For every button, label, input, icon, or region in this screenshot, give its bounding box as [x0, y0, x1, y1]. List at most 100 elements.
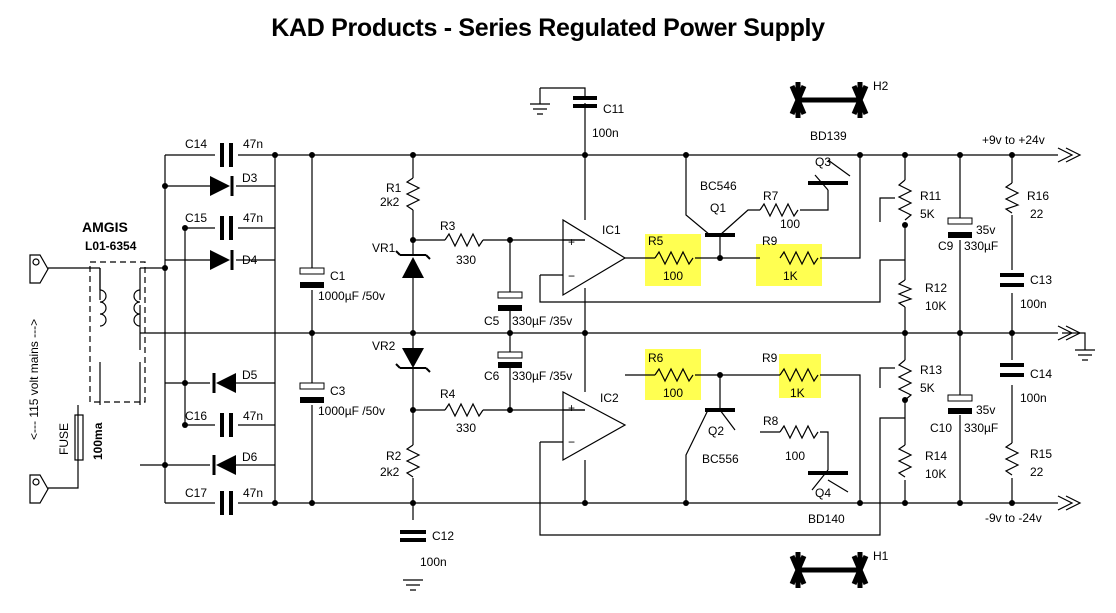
value-r11: 5K [920, 207, 935, 221]
label-r9-bottom: R9 [762, 351, 778, 365]
label-r8: R8 [763, 414, 779, 428]
label-c3: C3 [330, 384, 346, 398]
value-c10: 330µF [964, 421, 998, 435]
label-c1: C1 [330, 269, 346, 283]
op-amps [540, 218, 627, 462]
value-r14: 10K [925, 467, 946, 481]
value-r2: 2k2 [380, 465, 400, 479]
label-r7: R7 [763, 189, 779, 203]
ic2-plus: + [568, 401, 575, 415]
label-d3: D3 [242, 171, 258, 185]
label-c14-right: C14 [1030, 367, 1052, 381]
label-r11: R11 [920, 189, 941, 203]
label-c17: C17 [185, 486, 207, 500]
label-r5: R5 [648, 234, 664, 248]
label-c5: C5 [484, 314, 500, 328]
value-c17: 47n [243, 486, 263, 500]
label-r15: R15 [1030, 447, 1052, 461]
label-d6: D6 [242, 450, 258, 464]
value-r4: 330 [456, 421, 476, 435]
heatsink-top-label: H2 [873, 79, 889, 93]
label-r9-top: R9 [762, 234, 778, 248]
value-c16: 47n [243, 409, 263, 423]
output-positive-label: +9v to +24v [982, 133, 1045, 147]
label-r1: R1 [386, 181, 402, 195]
label-q1: Q1 [710, 201, 726, 215]
polar-capacitors [299, 217, 973, 414]
value-r9-bottom: 1K [790, 386, 805, 400]
label-ic2: IC2 [600, 391, 619, 405]
terminals [29, 147, 1082, 511]
label-q4: Q4 [815, 486, 831, 500]
part-q2: BC556 [702, 452, 739, 466]
part-q4: BD140 [808, 512, 845, 526]
label-c11: C11 [603, 102, 624, 116]
ic2-minus: − [568, 435, 575, 449]
junction-dots [162, 152, 1015, 506]
value-r7: 100 [780, 217, 800, 231]
label-c12: C12 [432, 529, 454, 543]
label-c10: C10 [930, 421, 952, 435]
value-r6: 100 [663, 386, 683, 400]
highlight-r9-top [756, 244, 822, 286]
ground-icons [403, 103, 1095, 591]
value-r9-top: 1K [783, 269, 798, 283]
part-q1: BC546 [700, 179, 737, 193]
heatsink-bottom-label: H1 [873, 549, 889, 563]
label-c14: C14 [185, 137, 207, 151]
label-c16: C16 [185, 409, 207, 423]
transformer [74, 261, 146, 461]
value-c6: 330µF /35v [512, 369, 572, 383]
labels: AMGIS L01-6354 <--- 115 volt mains ---> … [27, 79, 1052, 569]
value-r1: 2k2 [380, 195, 400, 209]
voltage-c9: 35v [976, 223, 995, 237]
label-ic1: IC1 [602, 223, 621, 237]
transformer-brand: AMGIS [82, 219, 128, 235]
label-q3: Q3 [815, 155, 831, 169]
label-c9: C9 [938, 239, 954, 253]
value-r12: 10K [925, 299, 946, 313]
transformer-part: L01-6354 [85, 239, 137, 253]
value-c1: 1000µF /50v [318, 289, 385, 303]
ic1-plus: + [568, 235, 575, 249]
value-r5: 100 [663, 269, 683, 283]
fuse-label: FUSE [57, 423, 71, 455]
value-c14-right: 100n [1020, 391, 1047, 405]
value-c14: 47n [243, 137, 263, 151]
label-r3: R3 [440, 219, 456, 233]
diodes [210, 176, 431, 475]
value-c9: 330µF [964, 239, 998, 253]
transistors [705, 181, 848, 475]
value-c3: 1000µF /50v [318, 404, 385, 418]
value-r8: 100 [785, 449, 805, 463]
label-vr2: VR2 [372, 339, 396, 353]
wiring [48, 87, 1086, 536]
label-r16: R16 [1027, 189, 1049, 203]
value-c12: 100n [420, 555, 447, 569]
value-c13: 100n [1020, 297, 1047, 311]
value-r13: 5K [920, 381, 935, 395]
ic1-minus: − [568, 269, 575, 283]
output-negative-label: -9v to -24v [985, 511, 1042, 525]
part-q3: BD139 [810, 129, 847, 143]
value-c11: 100n [592, 126, 619, 140]
resistors [405, 177, 1020, 478]
fuse-rating: 100ma [91, 422, 105, 460]
value-r3: 330 [456, 253, 476, 267]
label-d5: D5 [242, 368, 258, 382]
label-r12: R12 [925, 281, 947, 295]
label-r14: R14 [925, 449, 947, 463]
value-c5: 330µF /35v [512, 314, 572, 328]
capacitor-plates [220, 96, 1024, 542]
value-c15: 47n [243, 211, 263, 225]
label-vr1: VR1 [372, 241, 396, 255]
mains-label: <--- 115 volt mains ---> [27, 319, 41, 440]
label-q2: Q2 [708, 424, 724, 438]
voltage-c10: 35v [976, 403, 995, 417]
page-title: KAD Products - Series Regulated Power Su… [271, 14, 825, 42]
heatsink-icons [789, 82, 869, 588]
label-r13: R13 [920, 363, 942, 377]
value-r16: 22 [1030, 207, 1044, 221]
label-d4: D4 [242, 253, 258, 267]
